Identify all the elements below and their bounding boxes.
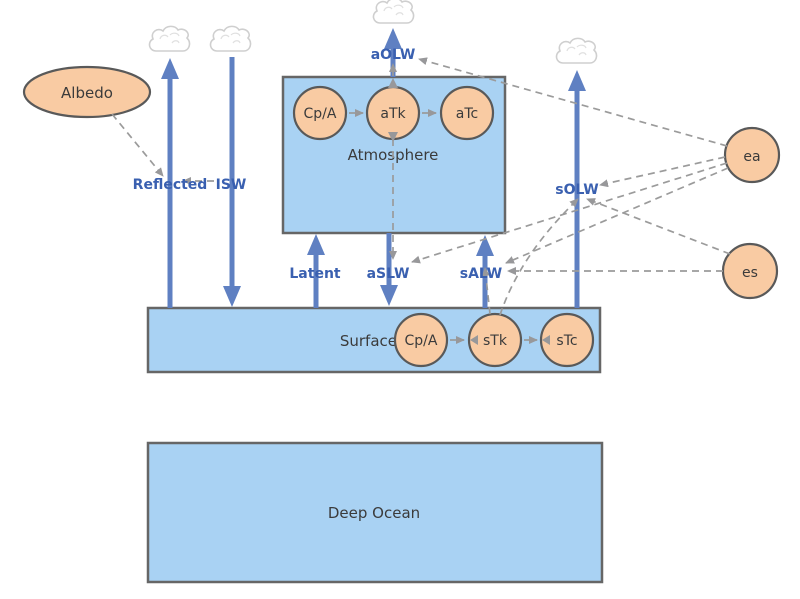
flow-reflected[interactable]: [161, 58, 179, 308]
ea-label: ea: [743, 149, 760, 165]
flow-aslw[interactable]: [380, 233, 398, 306]
link-arrowhead: [388, 132, 398, 142]
reflected-flow-label: Reflected: [133, 177, 208, 193]
stk-label: sTk: [483, 333, 508, 349]
link-ea-to-salw[interactable]: [505, 167, 729, 264]
sfc-cpa-label: Cp/A: [405, 333, 438, 349]
stc-label: sTc: [556, 333, 577, 349]
deep-ocean-box[interactable]: [146, 441, 604, 584]
atc-label: aTc: [456, 106, 478, 122]
link-es-to-solw[interactable]: [586, 198, 731, 255]
node-atm-cpa[interactable]: Cp/A: [292, 85, 348, 141]
atk-label: aTk: [380, 106, 406, 122]
node-es[interactable]: es: [721, 242, 779, 300]
link-stk-to-solw[interactable]: [499, 198, 579, 316]
node-albedo[interactable]: Albedo: [22, 65, 152, 119]
latent-flow-label: Latent: [289, 266, 341, 282]
node-atc[interactable]: aTc: [439, 85, 495, 141]
albedo-label: Albedo: [61, 84, 113, 102]
solw-flow-label: sOLW: [555, 182, 599, 198]
flow-latent[interactable]: [307, 234, 325, 308]
node-ea[interactable]: ea: [723, 126, 781, 184]
flow-salw[interactable]: [476, 235, 494, 308]
surface-label: Surface: [340, 332, 397, 350]
link-arrowhead: [470, 335, 478, 345]
link-arrowhead: [388, 78, 398, 88]
salw-flow-label: sALW: [460, 266, 502, 282]
node-stk[interactable]: sTk: [467, 312, 523, 368]
node-sfc-cpa[interactable]: Cp/A: [393, 312, 449, 368]
deep-ocean-label: Deep Ocean: [328, 504, 420, 522]
cloud-icon: [148, 25, 191, 52]
link-arrowhead: [542, 335, 550, 345]
link-ea-to-solw[interactable]: [599, 156, 726, 188]
aslw-flow-label: aSLW: [367, 266, 410, 282]
isw-flow-label: ISW: [216, 177, 247, 193]
atm-cpa-label: Cp/A: [304, 106, 337, 122]
aolw-flow-label: aOLW: [371, 47, 416, 63]
link-albedo-to-reflected[interactable]: [111, 113, 164, 177]
link-stk-to-salw[interactable]: [481, 267, 491, 315]
node-stc[interactable]: sTc: [539, 312, 595, 368]
es-label: es: [742, 265, 758, 281]
flow-isw[interactable]: [223, 57, 241, 307]
cloud-icon: [555, 37, 598, 64]
link-ea-to-aolw[interactable]: [418, 57, 728, 147]
cloud-icon: [372, 0, 415, 24]
cloud-icon: [209, 25, 252, 52]
node-atk[interactable]: aTk: [365, 85, 421, 141]
